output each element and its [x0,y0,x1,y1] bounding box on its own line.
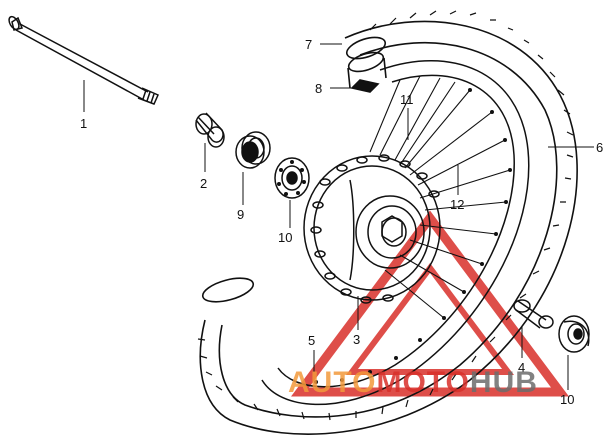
svg-text:AUTOMOTOHUB: AUTOMOTOHUB [288,366,538,399]
tube-valve-stem [350,79,380,93]
callout-7: 7 [305,37,312,52]
inner-tube [347,51,387,93]
hub-spline-lock [381,215,403,243]
tire-outer-edge [199,20,578,435]
hub-center [355,195,425,269]
tire-cut-end-top [345,36,387,60]
hub-flange [303,155,441,301]
tire-tread [197,10,574,421]
callout-6: 6 [596,140,603,155]
callout-1: 1 [80,116,87,131]
tire-inner-edge [218,41,558,418]
watermark-word-auto: AUTO [288,366,376,399]
tire-cut-end-bottom [201,277,255,303]
callout-labels: 1 2 3 4 5 6 7 8 9 10 10 11 12 [80,37,603,407]
callout-10-right: 10 [560,392,574,407]
dust-seal-bearing [235,131,271,169]
tire [197,10,578,435]
radial-bearing-left [274,157,310,199]
callout-5: 5 [308,333,315,348]
watermark-text: AUTOMOTOHUB [288,366,538,399]
callout-8: 8 [315,81,322,96]
distance-collar [195,112,225,148]
callout-12: 12 [450,197,464,212]
watermark-logo [291,210,569,397]
rim-outer [261,59,530,406]
axle [8,15,159,105]
watermark-triangle-inner [346,263,514,375]
watermark-triangle-outer [291,210,569,397]
callout-10-left: 10 [278,230,292,245]
leader-lines [83,43,594,390]
hub-flange-holes [310,154,440,304]
watermark-word-hub: HUB [470,366,538,399]
watermark-word-moto: MOTO [376,366,469,399]
callout-4: 4 [518,360,525,375]
callout-9: 9 [237,207,244,222]
radial-bearing-right [558,315,590,353]
rim-inner [277,74,515,388]
hub-spacer [513,299,554,329]
callout-11: 11 [400,92,414,107]
rim [261,59,530,406]
axle-thread-end [137,87,159,105]
wheel-hub [303,154,441,304]
callout-2: 2 [200,176,207,191]
callout-3: 3 [353,332,360,347]
